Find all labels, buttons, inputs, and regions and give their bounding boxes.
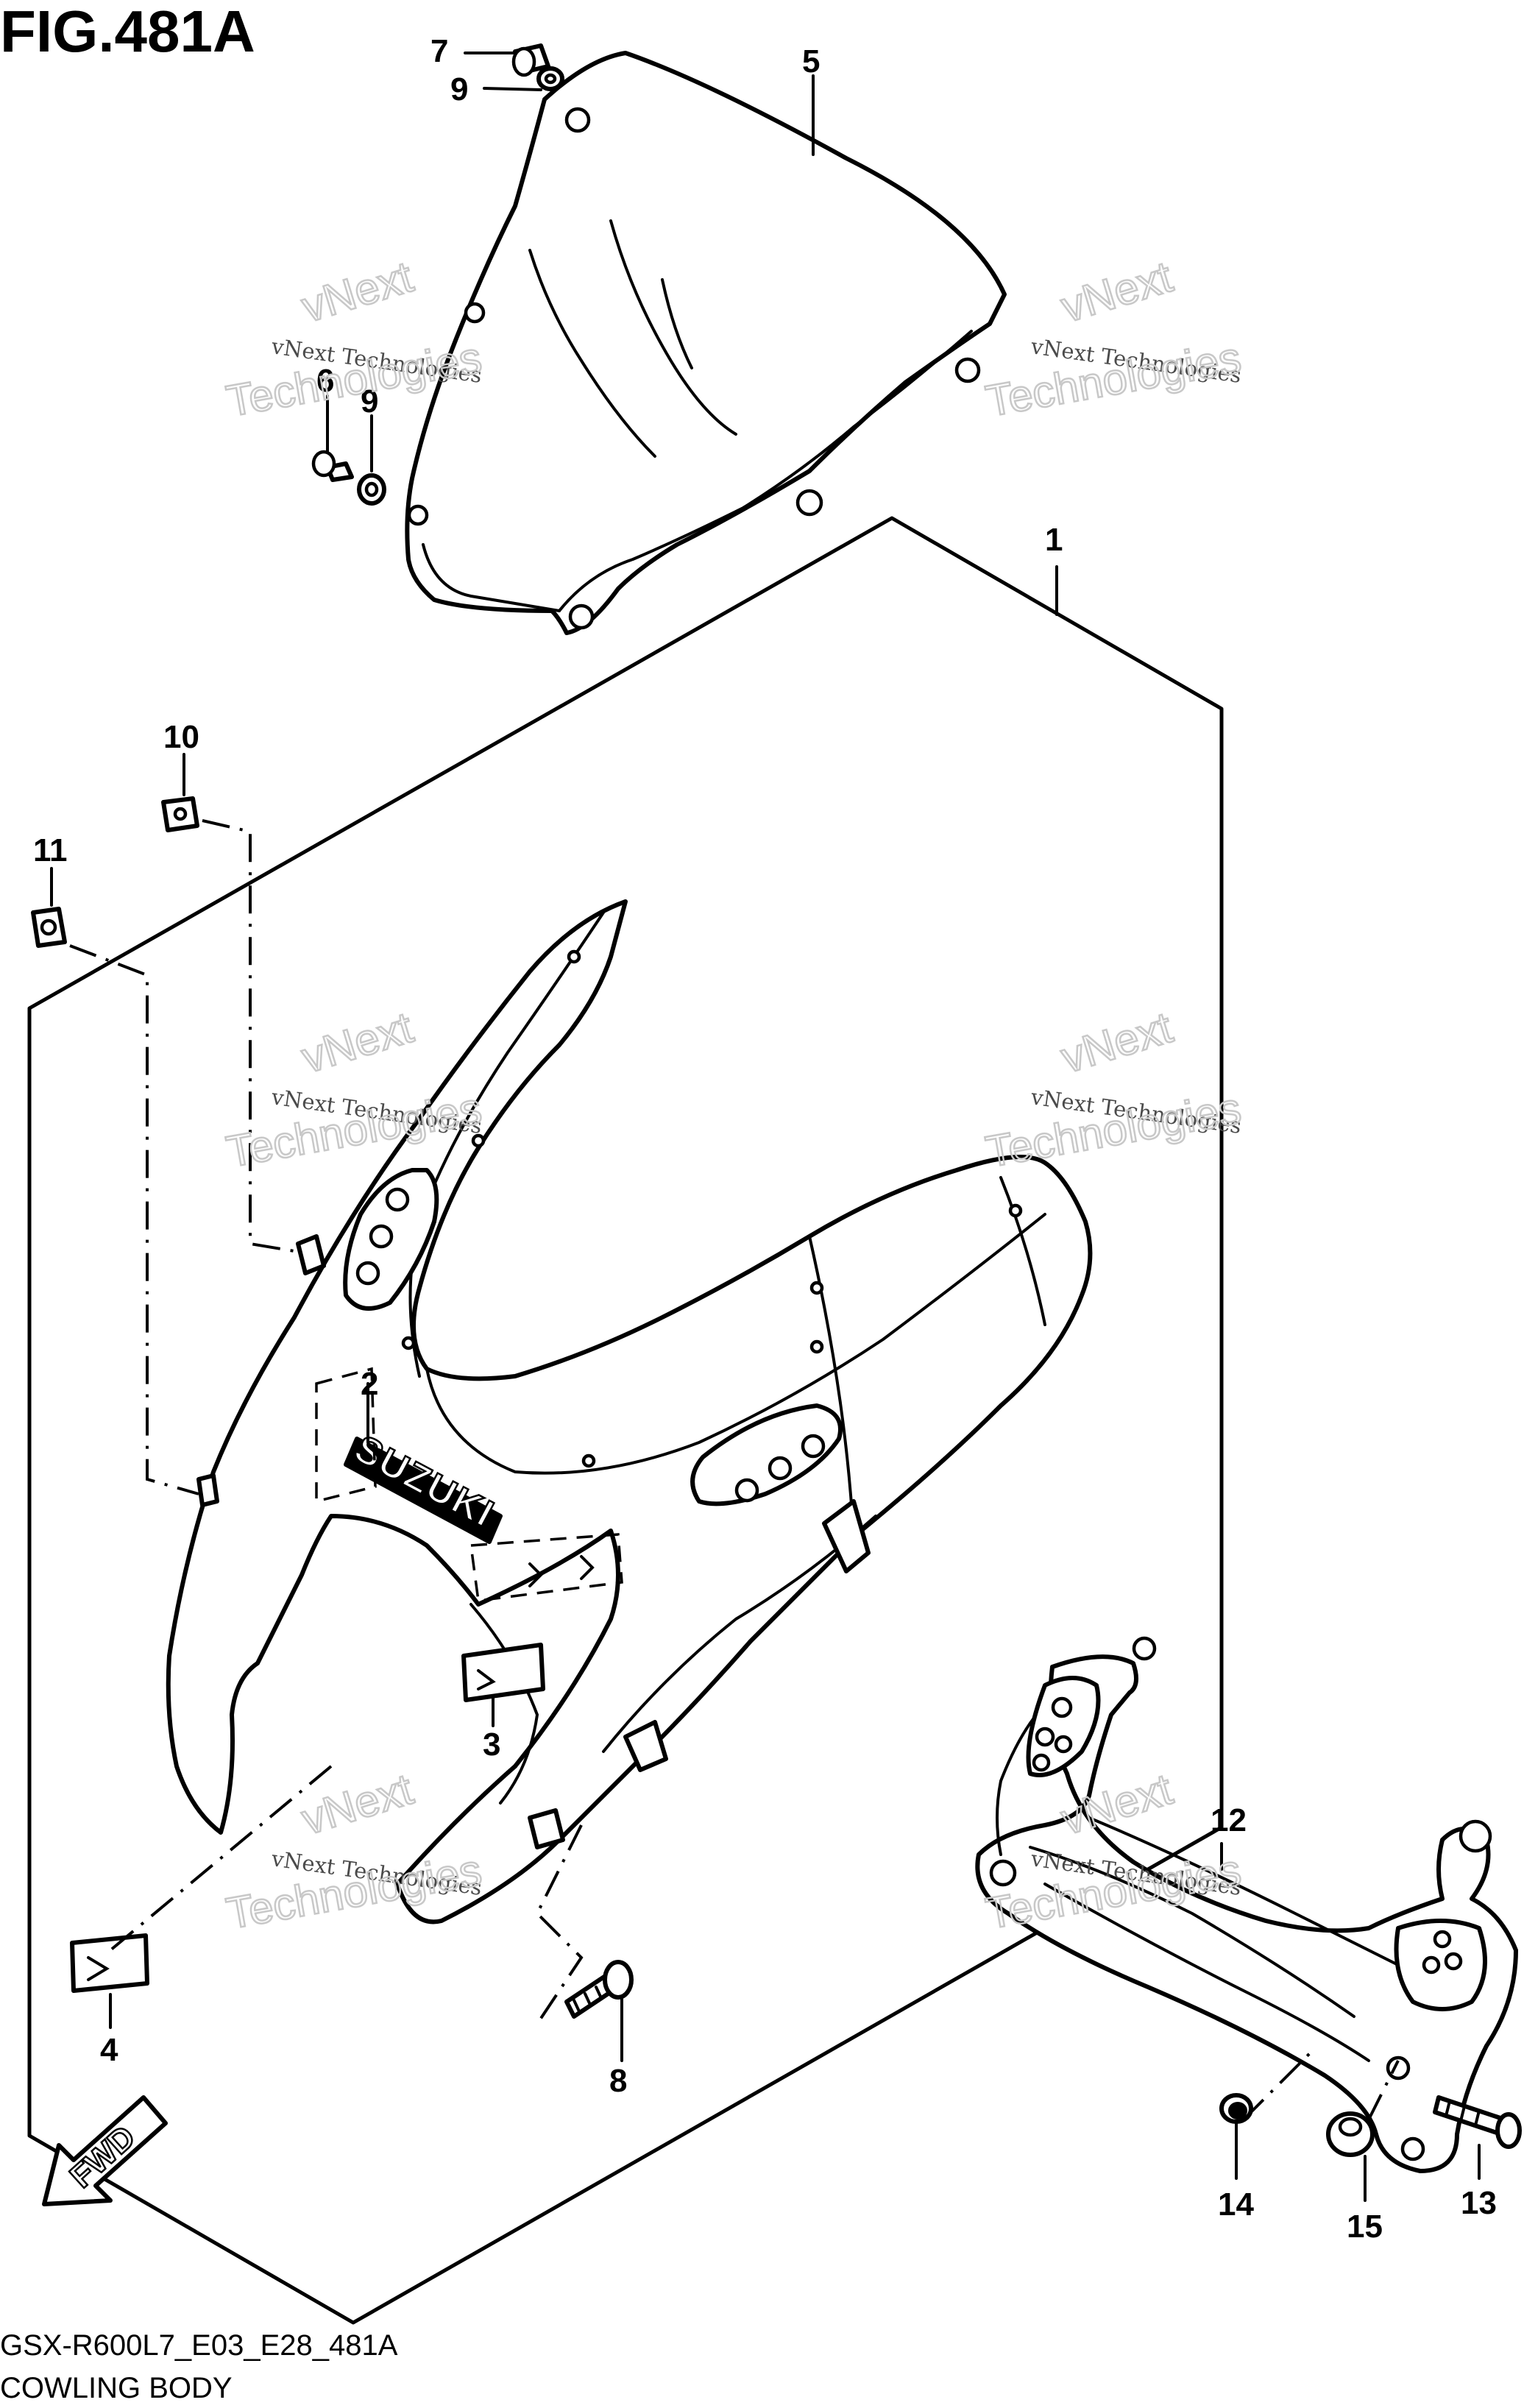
screw-7	[511, 43, 550, 77]
fwd-arrow: FWD	[42, 2095, 168, 2206]
screw-8	[564, 1960, 634, 2019]
callout-8: 8	[609, 2063, 627, 2099]
callout-9-left: 9	[361, 383, 378, 419]
callout-2: 2	[361, 1366, 378, 1402]
watermark-5: vNext Technologies vNext Technologies	[221, 1763, 486, 1939]
callout-3: 3	[483, 1727, 500, 1763]
callout-14: 14	[1218, 2186, 1254, 2223]
assembly-outline	[27, 516, 1224, 2325]
callout-10: 10	[163, 719, 199, 755]
nut-10	[161, 796, 199, 832]
callout-4: 4	[100, 2032, 118, 2068]
callout-12: 12	[1211, 1802, 1247, 1838]
leader-lines	[50, 52, 1481, 2202]
callout-7: 7	[430, 33, 448, 69]
svg-text:vNext: vNext	[296, 1002, 419, 1083]
windscreen	[405, 51, 1007, 635]
cowling-body	[166, 899, 1093, 1924]
callout-5: 5	[802, 43, 820, 79]
washer-9-left	[357, 473, 386, 506]
figure-code: GSX-R600L7_E03_E28_481A	[0, 2329, 398, 2362]
svg-text:vNext: vNext	[296, 252, 419, 332]
pad-4	[70, 1933, 149, 1993]
callout-15: 15	[1347, 2209, 1383, 2245]
callout-labels: 1 2 3 4 5 6 7 8 9 9 10 11 12 13 14 15	[33, 33, 1497, 2245]
bolt-13	[1433, 2095, 1522, 2149]
nut-11	[31, 907, 67, 948]
svg-text:vNext: vNext	[1055, 1002, 1178, 1083]
pad-3	[461, 1643, 545, 1702]
decal-placement-3	[469, 1533, 623, 1602]
svg-text:vNext: vNext	[1055, 252, 1178, 332]
watermark-2: vNext Technologies vNext Technologies	[981, 251, 1245, 427]
cowling-bracket	[975, 1636, 1518, 2173]
decal-placement-2	[315, 1367, 377, 1504]
callout-6: 6	[316, 363, 334, 399]
svg-text:vNext: vNext	[296, 1764, 419, 1844]
callout-11: 11	[33, 832, 68, 868]
figure-title: FIG.481A	[0, 0, 255, 64]
callout-1: 1	[1045, 522, 1063, 558]
watermark-4: vNext Technologies vNext Technologies	[981, 1002, 1245, 1178]
callout-13: 13	[1461, 2185, 1497, 2221]
washer-9-top	[536, 66, 564, 91]
collar-15	[1326, 2111, 1375, 2157]
callout-9-top: 9	[450, 71, 468, 107]
screw-6	[311, 450, 354, 482]
figure-caption: COWLING BODY	[0, 2372, 233, 2404]
